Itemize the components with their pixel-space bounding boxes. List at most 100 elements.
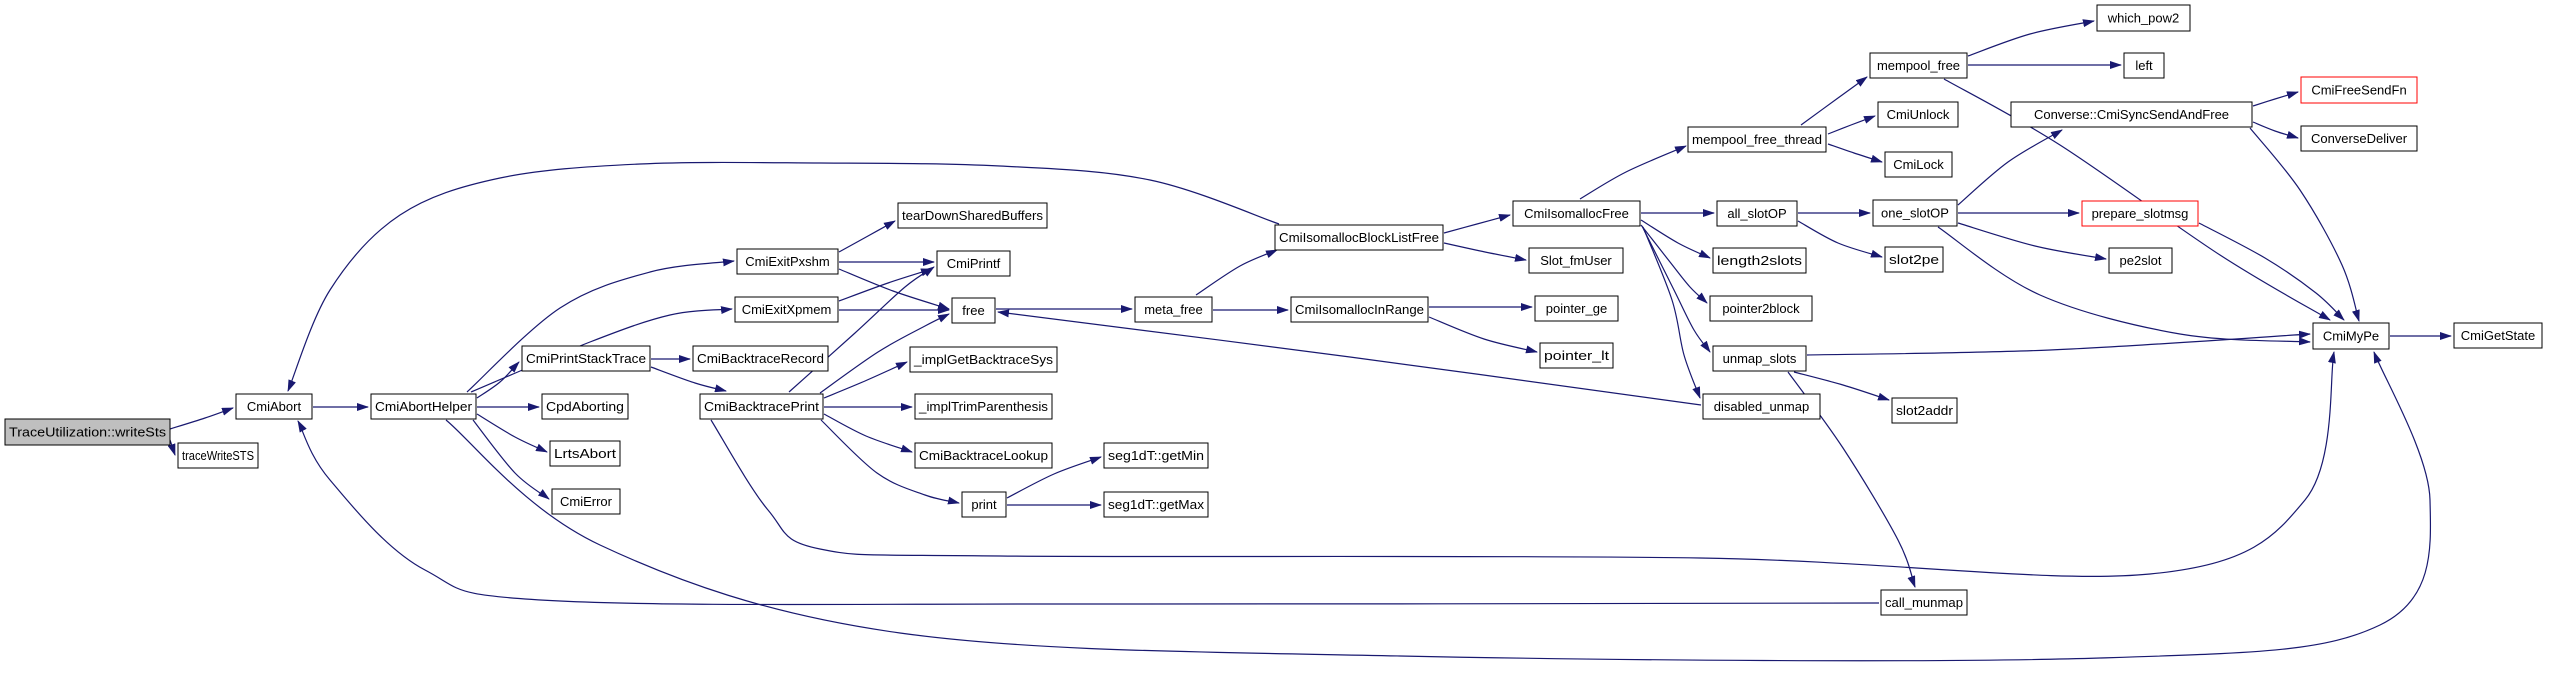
node-label-pointer_lt: pointer_lt <box>1544 348 1609 363</box>
node-CmiBacktraceRecord[interactable]: CmiBacktraceRecord <box>692 345 829 372</box>
node-CmiLock[interactable]: CmiLock <box>1884 151 1953 178</box>
node-mempool_free[interactable]: mempool_free <box>1869 52 1968 79</box>
node-box-CmiPrintf <box>936 250 1011 277</box>
node-print[interactable]: print <box>961 491 1007 518</box>
node-getMin[interactable]: seg1dT::getMin <box>1103 442 1209 469</box>
edge-CmiAbortHelper-to-CmiError <box>472 419 550 500</box>
edge-mempool_free_thread-to-mempool_free <box>1800 76 1868 126</box>
edge-unmap_slots-to-CmiMyPe <box>1806 330 2311 356</box>
node-free[interactable]: free <box>951 297 996 324</box>
node-getMax[interactable]: seg1dT::getMax <box>1103 491 1209 518</box>
edge-meta_free-to-BlockListFree <box>1195 249 1278 296</box>
node-box-CmiAbort <box>235 393 313 420</box>
node-pointer_lt[interactable]: pointer_lt <box>1539 342 1614 369</box>
node-box-traceWriteSTS <box>177 442 259 469</box>
node-CmiError[interactable]: CmiError <box>551 488 621 515</box>
node-mempool_free_thread[interactable]: mempool_free_thread <box>1687 126 1827 153</box>
node-pointer2block[interactable]: pointer2block <box>1709 295 1813 322</box>
node-box-pointer_ge <box>1534 295 1619 322</box>
node-CpdAborting[interactable]: CpdAborting <box>541 393 629 420</box>
edge-CmiBacktracePrint-to-CmiBacktraceLookup <box>823 413 913 453</box>
node-box-BlockListFree <box>1274 224 1444 251</box>
node-box-mempool_free <box>1869 52 1968 79</box>
node-CmiAbortHelper[interactable]: CmiAbortHelper <box>370 393 477 420</box>
node-call_munmap[interactable]: call_munmap <box>1880 589 1968 616</box>
node-label-slot2addr: slot2addr <box>1896 403 1954 418</box>
node-label-CmiLock: CmiLock <box>1893 157 1944 172</box>
node-CmiMyPe[interactable]: CmiMyPe <box>2312 322 2390 350</box>
node-label-Slot_fmUser: Slot_fmUser <box>1540 253 1612 268</box>
node-CmiPrintStackTrace[interactable]: CmiPrintStackTrace <box>521 345 651 372</box>
node-disabled_unmap[interactable]: disabled_unmap <box>1702 393 1821 420</box>
node-Slot_fmUser[interactable]: Slot_fmUser <box>1528 247 1624 274</box>
edge-prepare_slotmsg-to-CmiMyPe <box>2198 222 2345 321</box>
node-label-print: print <box>971 497 997 512</box>
node-box-LrtsAbort <box>549 440 621 467</box>
node-label-implTrimParenthesis: _implTrimParenthesis <box>918 399 1049 414</box>
edge-IsomallocFree-to-mempool_free_thread <box>1579 145 1687 200</box>
node-box-ConverseDeliver <box>2300 125 2418 152</box>
node-label-free: free <box>962 303 984 318</box>
node-label-ConverseDeliver: ConverseDeliver <box>2311 131 2408 146</box>
node-box-CmiBacktracePrint <box>699 393 824 420</box>
edge-IsomallocFree-to-length2slots <box>1640 219 1711 259</box>
node-box-IsomallocFree <box>1512 200 1641 227</box>
edge-one_slotOP-to-pe2slot <box>1957 222 2107 261</box>
node-meta_free[interactable]: meta_free <box>1134 296 1213 323</box>
edge-SyncSendAndFree-to-ConverseDeliver <box>2252 121 2299 139</box>
node-implGetBacktraceSys[interactable]: _implGetBacktraceSys <box>909 346 1058 373</box>
node-tearDownSharedBuffers[interactable]: tearDownSharedBuffers <box>897 202 1048 229</box>
node-SyncSendAndFree[interactable]: Converse::CmiSyncSendAndFree <box>2010 101 2253 128</box>
edge-CmiBacktracePrint-to-print <box>820 419 960 505</box>
node-label-traceWriteSTS: traceWriteSTS <box>182 448 254 463</box>
node-left[interactable]: left <box>2123 52 2165 79</box>
node-LrtsAbort[interactable]: LrtsAbort <box>549 440 621 467</box>
node-box-InRange <box>1290 296 1429 323</box>
node-unmap_slots[interactable]: unmap_slots <box>1712 345 1807 372</box>
node-box-CmiFreeSendFn <box>2300 76 2418 104</box>
node-CmiGetState[interactable]: CmiGetState <box>2453 322 2543 349</box>
node-label-left: left <box>2135 58 2153 73</box>
node-label-CmiPrintStackTrace: CmiPrintStackTrace <box>526 351 646 366</box>
node-slot2addr[interactable]: slot2addr <box>1891 397 1958 424</box>
node-traceWriteSTS[interactable]: traceWriteSTS <box>177 442 259 469</box>
node-label-mempool_free_thread: mempool_free_thread <box>1692 132 1822 147</box>
node-box-prepare_slotmsg <box>2081 200 2199 227</box>
node-pointer_ge[interactable]: pointer_ge <box>1534 295 1619 322</box>
node-box-getMax <box>1103 491 1209 518</box>
edge-CmiAbortHelper-to-CmiPrintStackTrace <box>476 361 520 399</box>
node-slot2pe[interactable]: slot2pe <box>1884 246 1944 273</box>
node-one_slotOP[interactable]: one_slotOP <box>1872 199 1958 227</box>
node-ConverseDeliver[interactable]: ConverseDeliver <box>2300 125 2418 152</box>
node-CmiAbort[interactable]: CmiAbort <box>235 393 313 420</box>
edge-CmiBacktracePrint-to-CmiPrintf <box>788 266 935 393</box>
node-box-writeSts <box>4 418 171 446</box>
node-InRange[interactable]: CmiIsomallocInRange <box>1290 296 1429 323</box>
node-CmiExitXpmem[interactable]: CmiExitXpmem <box>734 296 839 323</box>
node-box-pointer2block <box>1709 295 1813 322</box>
node-BlockListFree[interactable]: CmiIsomallocBlockListFree <box>1274 224 1444 251</box>
node-box-implGetBacktraceSys <box>909 346 1058 373</box>
node-length2slots[interactable]: length2slots <box>1712 247 1807 274</box>
node-implTrimParenthesis[interactable]: _implTrimParenthesis <box>914 393 1053 420</box>
edge-CmiPrintStackTrace-to-CmiBacktracePrint <box>650 366 727 393</box>
node-CmiUnlock[interactable]: CmiUnlock <box>1877 101 1959 128</box>
node-which_pow2[interactable]: which_pow2 <box>2096 4 2191 32</box>
node-CmiBacktracePrint[interactable]: CmiBacktracePrint <box>699 393 824 420</box>
edge-CmiAbortHelper-to-CmiExitPxshm <box>466 258 735 393</box>
node-CmiPrintf[interactable]: CmiPrintf <box>936 250 1011 277</box>
node-label-meta_free: meta_free <box>1144 302 1203 317</box>
node-all_slotOP[interactable]: all_slotOP <box>1716 200 1798 227</box>
node-box-CmiLock <box>1884 151 1953 178</box>
node-box-mempool_free_thread <box>1687 126 1827 153</box>
node-CmiFreeSendFn[interactable]: CmiFreeSendFn <box>2300 76 2418 104</box>
node-CmiExitPxshm[interactable]: CmiExitPxshm <box>736 248 839 275</box>
node-label-CmiFreeSendFn: CmiFreeSendFn <box>2311 83 2406 98</box>
node-pe2slot[interactable]: pe2slot <box>2108 247 2173 274</box>
node-IsomallocFree[interactable]: CmiIsomallocFree <box>1512 200 1641 227</box>
node-prepare_slotmsg[interactable]: prepare_slotmsg <box>2081 200 2199 227</box>
node-label-CmiPrintf: CmiPrintf <box>947 256 1001 271</box>
node-CmiBacktraceLookup[interactable]: CmiBacktraceLookup <box>914 442 1053 469</box>
edge-writeSts-to-traceWriteSTS <box>167 439 176 456</box>
edge-all_slotOP-to-slot2pe <box>1797 220 1883 258</box>
